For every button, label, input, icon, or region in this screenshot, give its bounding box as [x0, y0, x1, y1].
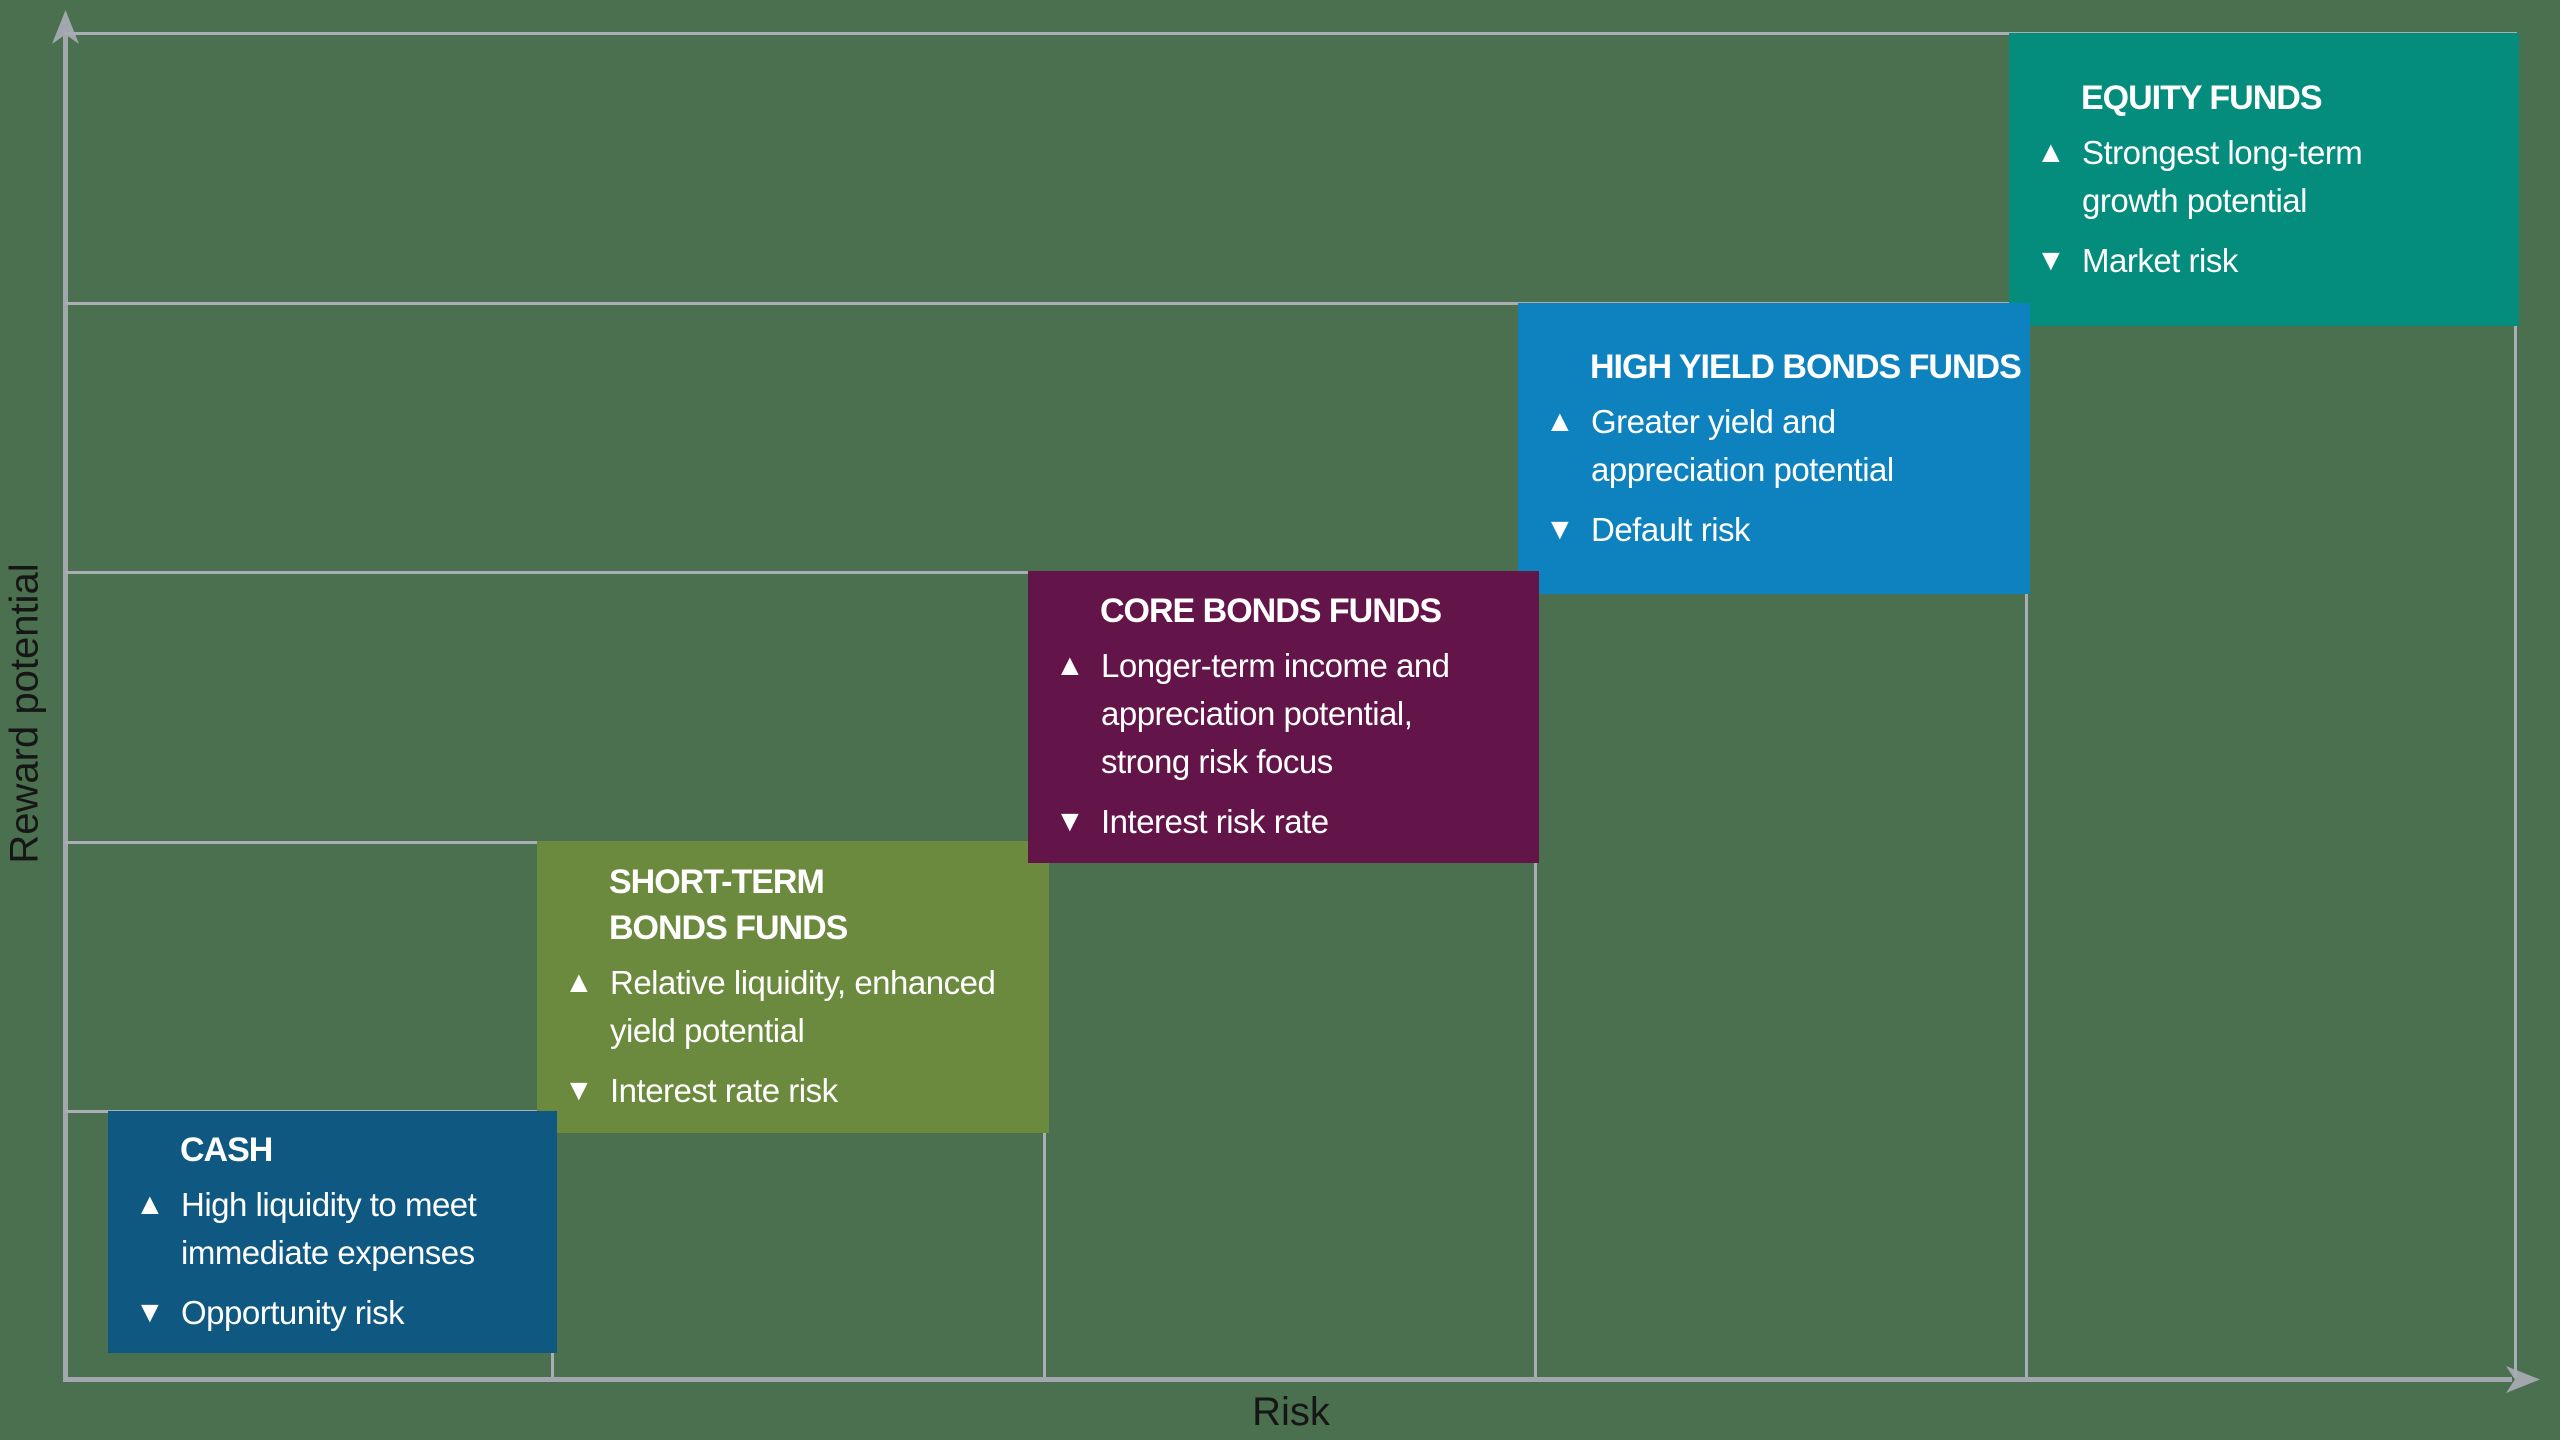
- triangle-down-icon: ▼: [1055, 805, 1085, 838]
- y-axis-label-text: Reward potential: [2, 562, 47, 864]
- fund-bullet-text: Strongest long-term growth potential: [2082, 133, 2363, 219]
- fund-bullet-text: Greater yield and appreciation potential: [1591, 402, 1894, 488]
- fund-bullet-list: ▲ Longer-term income and appreciation po…: [1054, 642, 1521, 846]
- fund-bullet-text: Longer-term income and appreciation pote…: [1101, 647, 1450, 780]
- fund-bullet: ▲ Strongest long-term growth potential: [2035, 129, 2501, 225]
- fund-bullet-text: Market risk: [2082, 241, 2238, 279]
- gridline-vertical: [2514, 32, 2517, 1377]
- x-axis-line: [63, 1377, 2512, 1382]
- fund-bullet-text: Relative liquidity, enhanced yield poten…: [610, 964, 996, 1049]
- fund-bullet-text: High liquidity to meet immediate expense…: [181, 1186, 477, 1271]
- triangle-up-icon: ▲: [564, 966, 594, 999]
- triangle-down-icon: ▼: [564, 1074, 594, 1107]
- fund-bullet: ▲ Relative liquidity, enhanced yield pot…: [563, 959, 1031, 1055]
- y-axis-line: [63, 30, 68, 1382]
- fund-box-title: HIGH YIELD BONDS FUNDS: [1590, 347, 2022, 386]
- gridline-horizontal: [65, 32, 2517, 35]
- gridline-horizontal: [65, 571, 1537, 574]
- fund-bullet: ▼ Interest risk rate: [1054, 798, 1521, 846]
- triangle-up-icon: ▲: [1545, 404, 1575, 438]
- fund-bullet-list: ▲ Strongest long-term growth potential ▼…: [2035, 129, 2501, 285]
- fund-bullet: ▲ High liquidity to meet immediate expen…: [134, 1181, 539, 1277]
- fund-box-core-bonds: CORE BONDS FUNDS ▲ Longer-term income an…: [1028, 571, 1539, 863]
- triangle-down-icon: ▼: [1545, 512, 1575, 546]
- fund-bullet-list: ▲ Greater yield and appreciation potenti…: [1544, 398, 2012, 554]
- triangle-down-icon: ▼: [2036, 243, 2066, 277]
- fund-bullet: ▲ Greater yield and appreciation potenti…: [1544, 398, 2012, 494]
- fund-box-title: SHORT-TERM BONDS FUNDS: [609, 863, 848, 947]
- triangle-down-icon: ▼: [135, 1296, 165, 1329]
- fund-bullet: ▲ Longer-term income and appreciation po…: [1054, 642, 1521, 786]
- fund-box-title: CASH: [180, 1131, 273, 1169]
- fund-box-short-term-bonds: SHORT-TERM BONDS FUNDS ▲ Relative liquid…: [537, 841, 1049, 1133]
- gridline-horizontal: [65, 302, 2028, 305]
- fund-bullet: ▼ Market risk: [2035, 237, 2501, 285]
- triangle-up-icon: ▲: [135, 1188, 165, 1221]
- fund-bullet-text: Default risk: [1591, 510, 1751, 548]
- fund-box-cash: CASH ▲ High liquidity to meet immediate …: [108, 1111, 557, 1353]
- fund-box-equity: EQUITY FUNDS ▲ Strongest long-term growt…: [2009, 33, 2519, 326]
- fund-bullet: ▼ Default risk: [1544, 506, 2012, 554]
- triangle-up-icon: ▲: [1055, 649, 1085, 682]
- fund-bullet: ▼ Interest rate risk: [563, 1067, 1031, 1115]
- fund-bullet: ▼ Opportunity risk: [134, 1289, 539, 1337]
- fund-box-high-yield-bonds: HIGH YIELD BONDS FUNDS ▲ Greater yield a…: [1518, 303, 2030, 594]
- fund-box-title: EQUITY FUNDS: [2081, 78, 2323, 117]
- fund-bullet-list: ▲ High liquidity to meet immediate expen…: [134, 1181, 539, 1337]
- fund-bullet-list: ▲ Relative liquidity, enhanced yield pot…: [563, 959, 1031, 1115]
- fund-bullet-text: Interest risk rate: [1101, 803, 1329, 840]
- triangle-up-icon: ▲: [2036, 135, 2066, 169]
- gridline-vertical: [1534, 571, 1537, 1377]
- gridline-vertical: [2025, 302, 2028, 1377]
- fund-box-title: CORE BONDS FUNDS: [1100, 592, 1442, 630]
- y-axis-label: Reward potential: [2, 403, 47, 1023]
- fund-bullet-text: Opportunity risk: [181, 1294, 405, 1331]
- fund-bullet-text: Interest rate risk: [610, 1072, 838, 1109]
- x-axis-label: Risk: [1252, 1390, 1330, 1434]
